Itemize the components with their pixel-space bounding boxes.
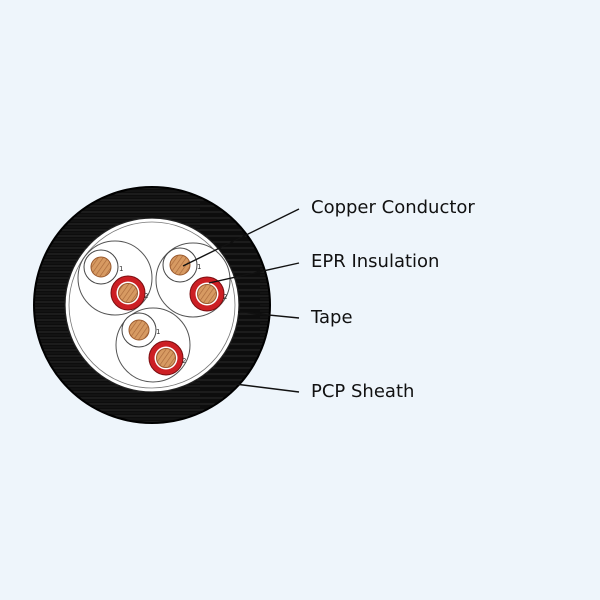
copper-core xyxy=(90,256,112,278)
twisted-pair-1: 1 2 xyxy=(77,240,153,316)
pcp-sheath-edge xyxy=(33,186,271,424)
core-number-label: 1 xyxy=(119,265,123,273)
conductor-natural xyxy=(83,249,119,285)
label-tape: Tape xyxy=(311,307,353,328)
core-number-label: 1 xyxy=(197,263,201,271)
label-pcp-sheath: PCP Sheath xyxy=(311,381,415,402)
copper-core xyxy=(197,284,217,304)
core-number-label: 2 xyxy=(223,293,227,301)
conductor-red xyxy=(110,275,146,311)
label-epr-insulation: EPR Insulation xyxy=(311,251,440,272)
leader-line-epr-insulation xyxy=(208,262,300,284)
core-number-label: 1 xyxy=(156,328,160,336)
conductor-natural xyxy=(121,312,157,348)
leader-line-tape xyxy=(237,311,300,319)
conductor-red xyxy=(148,340,184,376)
conductor-red xyxy=(189,276,225,312)
copper-core xyxy=(169,254,191,276)
core-number-label: 2 xyxy=(182,357,186,365)
copper-core xyxy=(128,319,150,341)
copper-core xyxy=(156,348,176,368)
conductor-natural xyxy=(162,247,198,283)
core-number-label: 2 xyxy=(144,292,148,300)
label-copper-conductor: Copper Conductor xyxy=(311,197,475,218)
leader-line-copper-conductor xyxy=(182,208,300,267)
copper-core xyxy=(118,283,138,303)
leader-line-pcp-sheath xyxy=(234,383,300,393)
twisted-pair-3: 1 2 xyxy=(115,307,191,383)
twisted-pair-2: 1 2 xyxy=(155,242,231,318)
